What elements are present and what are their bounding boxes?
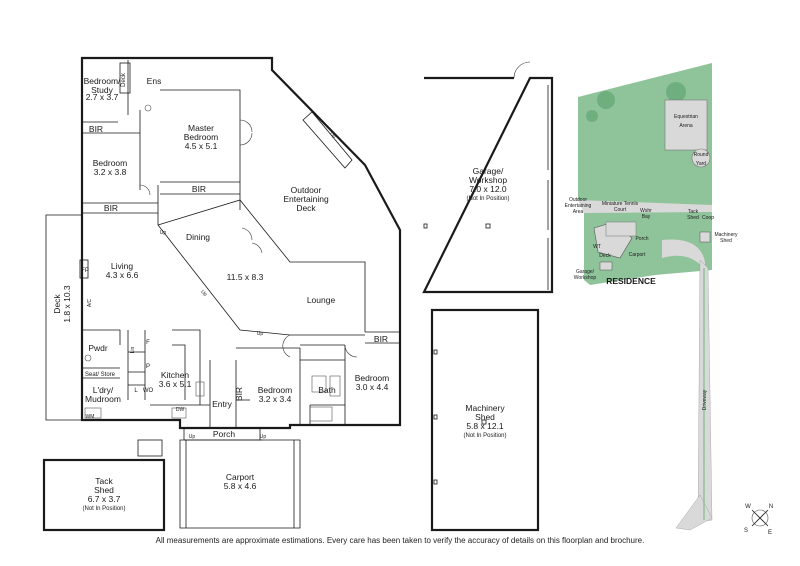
room-dim-main-living: 11.5 x 8.3 [227, 272, 264, 282]
room-label-bedroom-1: Bedroom [93, 158, 128, 168]
room-label-living: Living [111, 261, 133, 271]
site-plan [578, 63, 713, 531]
room-label-side-deck: Deck [52, 294, 62, 314]
room-label-bir-4: BIR [234, 387, 244, 401]
room-dim-side-deck: 1.8 x 10.3 [62, 285, 72, 323]
compass-w: W [745, 504, 751, 510]
disclaimer-text: All measurements are approximate estimat… [155, 536, 645, 545]
room-label-bir-2: BIR [192, 184, 206, 194]
room-label-bedroom-study: Bedroom/Study [84, 76, 121, 95]
site-label-driveway: Driveway [702, 389, 708, 410]
site-label-carport: Carport [629, 252, 646, 258]
compass-icon [751, 509, 769, 527]
room-dim-living: 4.3 x 6.6 [106, 270, 139, 280]
site-label-garage: Garage/Workshop [574, 269, 597, 281]
room-label-bath: Bath [318, 385, 336, 395]
room-label-up-3: Up [160, 230, 167, 236]
room-note-garage: (Not In Position) [466, 196, 509, 202]
site-label-wt: WT [593, 244, 601, 250]
room-dim-bedroom-2: 3.2 x 3.4 [259, 394, 292, 404]
room-label-wm: WM [86, 414, 95, 420]
room-label-bir-1: BIR [89, 124, 103, 134]
room-label-linen: Lin [130, 346, 136, 353]
house-walls [45, 56, 402, 529]
room-label-bedroom-3: Bedroom [355, 373, 390, 383]
room-dim-master: 4.5 x 5.1 [185, 141, 218, 151]
room-note-tack-shed: (Not In Position) [82, 506, 125, 512]
room-label-entry: Entry [212, 399, 233, 409]
room-label-up-6: Up [328, 131, 337, 140]
room-label-bir-5: BIR [374, 334, 388, 344]
room-label-ac: A/C [87, 298, 93, 307]
room-label-fp: FP [81, 268, 89, 274]
room-label-porch: Porch [213, 429, 235, 439]
room-dim-tack-shed: 6.7 x 3.7 [88, 494, 121, 504]
room-dim-bedroom-3: 3.0 x 4.4 [356, 382, 389, 392]
room-dim-garage: 7.0 x 12.0 [469, 184, 507, 194]
site-label-porch: Porch [635, 236, 648, 242]
garage-outline [422, 61, 554, 294]
room-dim-bedroom-1: 3.2 x 3.8 [94, 167, 127, 177]
room-label-fridge: F [146, 340, 150, 346]
room-dim-machinery: 5.8 x 12.1 [466, 421, 504, 431]
room-label-garage: Garage/Workshop [469, 166, 507, 185]
compass-n: N [769, 504, 773, 510]
room-label-l: L [134, 388, 138, 394]
compass-s: S [744, 528, 748, 534]
room-label-dining: Dining [186, 232, 210, 242]
compass-e: E [768, 530, 772, 536]
room-label-lounge: Lounge [307, 295, 336, 305]
room-label-up-2: Up [260, 434, 267, 440]
site-label-deck: Deck [599, 253, 611, 259]
room-label-kitchen: Kitchen [161, 370, 190, 380]
room-dim-bedroom-study: 2.7 x 3.7 [86, 92, 119, 102]
room-dim-kitchen: 3.6 x 5.1 [159, 379, 192, 389]
room-label-seat-store: Seat/ Store [85, 372, 116, 378]
tack-shed-outline [42, 439, 166, 532]
site-label-coop: Coop [702, 215, 714, 221]
site-label-residence: RESIDENCE [606, 276, 656, 286]
room-label-pantry: P [146, 364, 150, 370]
room-label-up-5: Up [257, 331, 264, 337]
room-label-bedroom-2: Bedroom [258, 385, 293, 395]
room-label-ensuite: Ens [147, 76, 162, 86]
room-label-up-1: Up [189, 434, 196, 440]
room-label-up-4: Up [199, 289, 208, 298]
room-label-powder: Pwdr [88, 343, 108, 353]
machinery-shed-outline [430, 308, 540, 532]
room-label-bir-3: BIR [104, 203, 118, 213]
room-note-machinery: (Not In Position) [463, 433, 506, 439]
room-label-laundry: L'dry/Mudroom [85, 385, 121, 404]
room-label-deck-small: Deck [121, 72, 127, 87]
room-label-wo: WO [143, 388, 154, 394]
room-label-dw: DW [176, 407, 185, 413]
room-label-carport: Carport [226, 472, 255, 482]
room-dim-carport: 5.8 x 4.6 [224, 481, 257, 491]
